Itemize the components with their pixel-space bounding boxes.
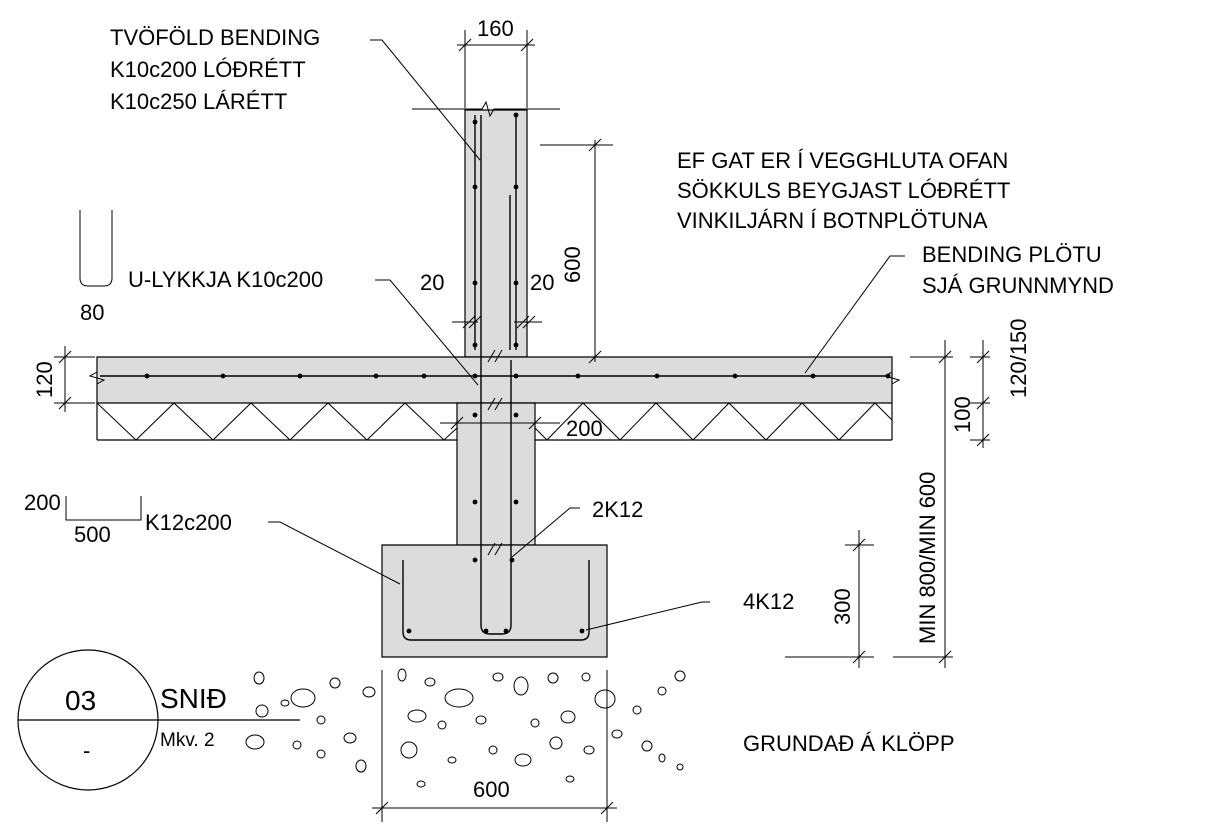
drawing-number: 03 [65, 685, 96, 716]
label-slab-reinf-2: SJÁ GRUNNMYND [922, 273, 1114, 298]
dim-cover-right: 20 [530, 270, 554, 295]
label-wall-reinf-2: K10c200 LÓÐRÉTT [110, 57, 306, 82]
slab-break-right [883, 357, 901, 403]
rebar-dots [144, 112, 891, 634]
dim-u-loop-width: 80 [80, 300, 104, 325]
bedrock-symbols [245, 668, 686, 788]
foundation-stem [456, 402, 536, 546]
dim-cover-left: 20 [420, 270, 444, 295]
insulation [96, 402, 893, 441]
dim-stirrup-w: 500 [74, 522, 111, 547]
reinforcement [100, 112, 891, 641]
drawing-scale: Mkv. 2 [160, 730, 215, 751]
footing [381, 544, 608, 658]
label-slab-reinf-1: BENDING PLÖTU [922, 242, 1102, 267]
dim-insulation: 100 [950, 396, 975, 433]
dim-depth: MIN 800/MIN 600 [915, 472, 940, 644]
label-bottom-bars: 4K12 [743, 589, 794, 614]
label-footing-stirrup: K12c200 [145, 510, 232, 535]
drawing-title: SNIÐ [160, 683, 227, 714]
drawing-sheet: - [83, 738, 90, 763]
dim-footing-w: 600 [473, 777, 510, 802]
labels: TVÖFÖLD BENDING K10c200 LÓÐRÉTT K10c250 … [24, 16, 1114, 802]
note-line-2: SÖKKULS BEYGJAST LÓÐRÉTT [677, 178, 1010, 203]
title-block: 03 - SNIÐ Mkv. 2 [17, 649, 300, 791]
note-line-1: EF GAT ER Í VEGGHLUTA OFAN [677, 148, 1008, 173]
dim-wall-lap: 600 [560, 246, 585, 283]
note-line-3: VINKILJÁRN Í BOTNPLÖTUNA [677, 208, 988, 233]
dim-footing-h: 300 [830, 588, 855, 625]
dim-wall-width: 160 [477, 16, 514, 41]
dim-stirrup-h: 200 [24, 490, 61, 515]
label-u-loop: U-LYKKJA K10c200 [128, 267, 323, 292]
slab-break-left [88, 357, 106, 403]
label-top-bars: 2K12 [592, 497, 643, 522]
label-foundation: GRUNDAÐ Á KLÖPP [743, 731, 955, 756]
wall-break-mark [412, 100, 560, 118]
label-wall-reinf-1: TVÖFÖLD BENDING [110, 25, 320, 50]
dim-slab-thickness-right: 120/150 [1006, 318, 1031, 398]
floor-slab [96, 356, 893, 404]
dim-stem-width: 200 [566, 416, 603, 441]
label-wall-reinf-3: K10c250 LÁRÉTT [110, 89, 287, 114]
dim-slab-thickness: 120 [32, 361, 57, 398]
leader-lines [65, 39, 905, 631]
dimension-lines [54, 30, 990, 822]
